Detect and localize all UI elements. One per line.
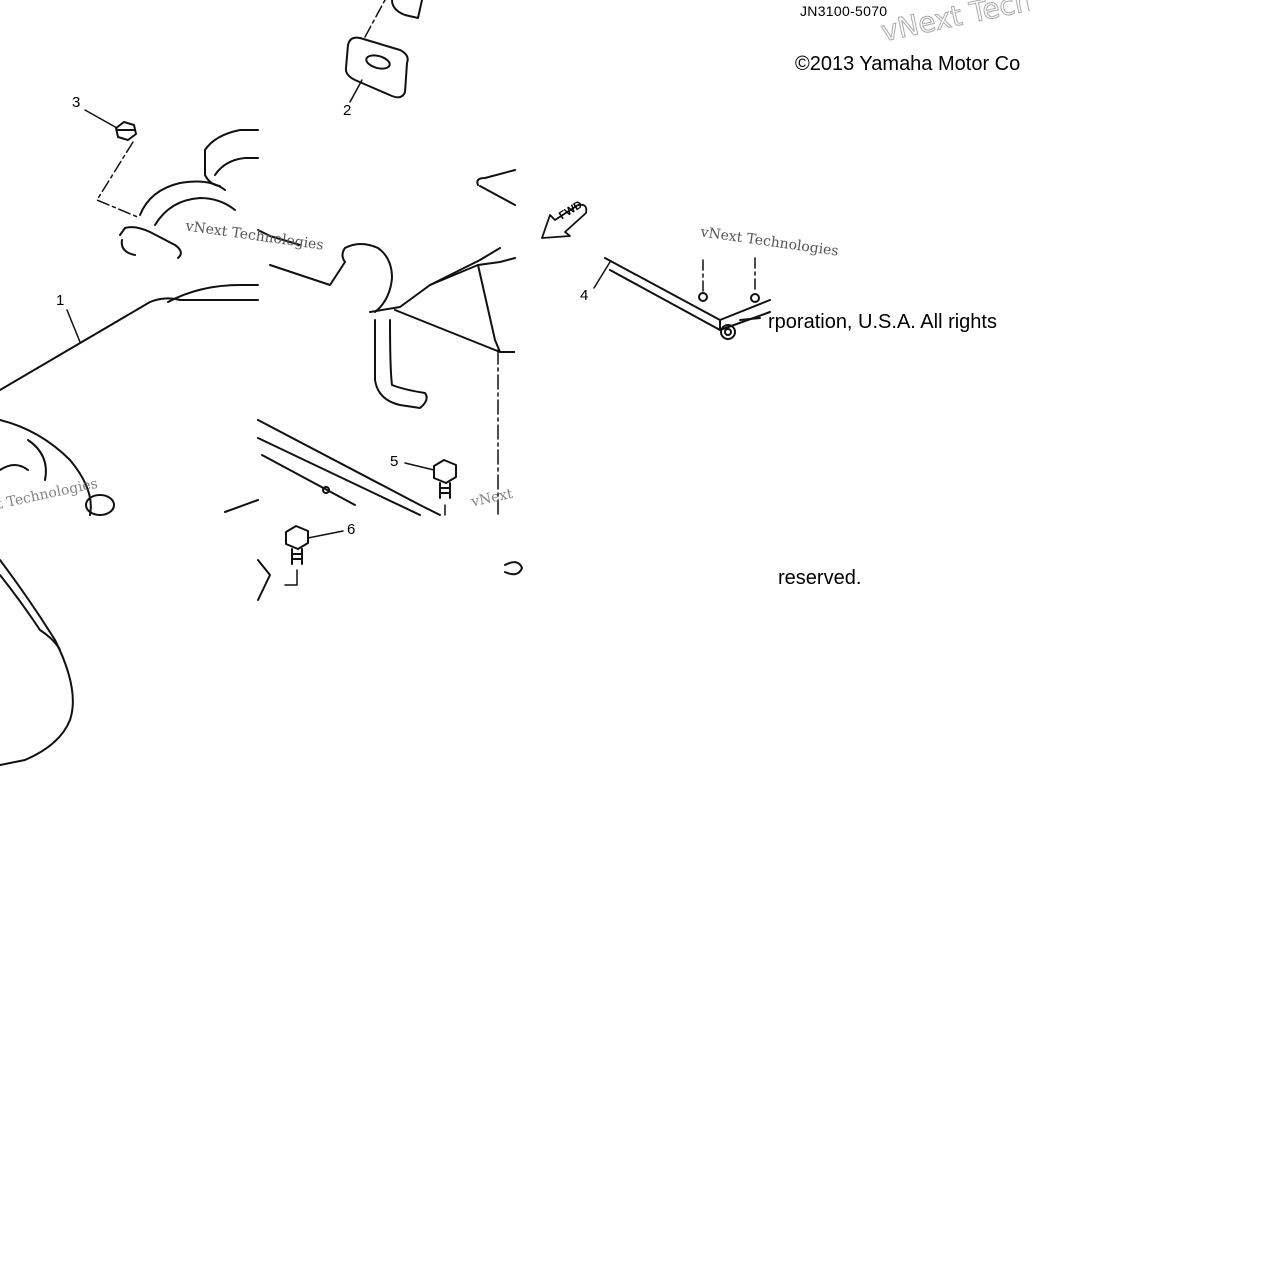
forward-arrow [541, 203, 588, 239]
bolt-part-5 [404, 459, 457, 516]
nut-part-3 [84, 109, 141, 219]
copyright-line-1: ©2013 Yamaha Motor Co [795, 53, 1021, 75]
part-number: JN3100-5070 [800, 3, 888, 19]
tile-mask [515, 0, 770, 160]
callout-6: 6 [347, 521, 356, 538]
tile-mask [515, 340, 770, 560]
muffler-part-1 [0, 284, 259, 766]
copyright-line-3: reserved. [778, 567, 862, 589]
tile-mask [80, 770, 1030, 1285]
callout-2: 2 [343, 102, 352, 119]
bolt-part-6 [257, 525, 523, 601]
exhaust-pipe [119, 129, 259, 259]
gasket-part-2 [344, 0, 423, 103]
copyright-line-2: rporation, U.S.A. All rights [768, 311, 997, 333]
tile-mask [1030, 0, 1285, 1285]
callout-3: 3 [72, 94, 81, 111]
rail-part-4 [593, 257, 771, 340]
rail-lower [257, 419, 441, 516]
callout-1: 1 [56, 292, 65, 309]
bracket-assembly [257, 169, 516, 516]
callout-5: 5 [390, 453, 399, 470]
callout-4: 4 [580, 287, 589, 304]
